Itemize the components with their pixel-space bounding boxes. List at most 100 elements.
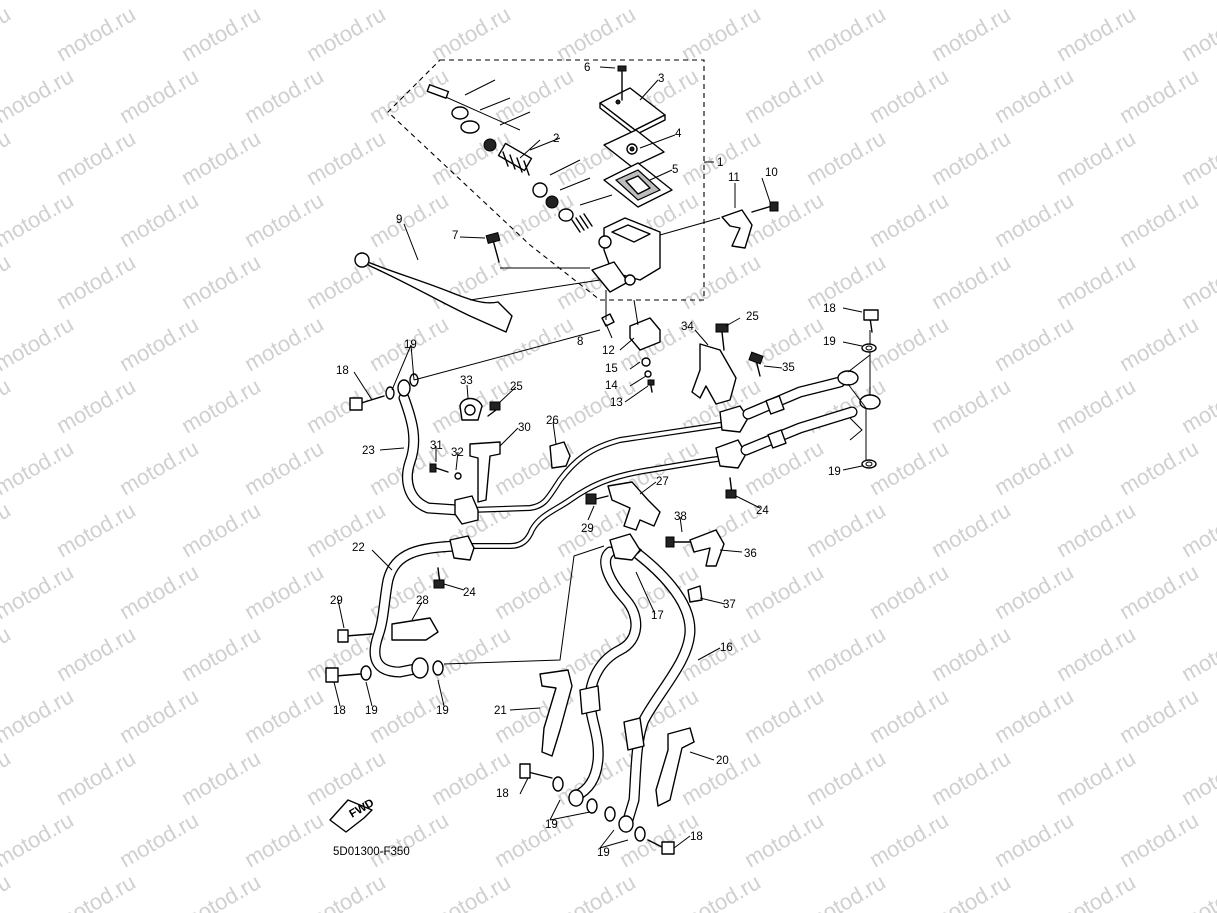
watermark-text: motod.ru [927, 869, 1015, 913]
callout-31: 31 [430, 440, 443, 452]
callout-29-mid: 29 [581, 523, 594, 535]
watermark-text: motod.ru [1052, 497, 1140, 562]
watermark-text: motod.ru [302, 373, 390, 438]
callout-12: 12 [602, 345, 615, 357]
drawing-code: 5D01300-F350 [333, 846, 410, 858]
watermark-text: motod.ru [0, 683, 78, 748]
callout-19-lower-left: 19 [365, 705, 378, 717]
watermark-text: motod.ru [0, 125, 15, 190]
watermark-text: motod.ru [240, 559, 328, 624]
watermark-text: motod.ru [427, 869, 515, 913]
callout-16: 16 [720, 642, 733, 654]
callout-6: 6 [584, 62, 590, 74]
watermark-text: motod.ru [0, 63, 78, 128]
handlebar-holder [721, 201, 779, 249]
watermark-text: motod.ru [552, 869, 640, 913]
holder-27 [585, 481, 661, 531]
callout-4: 4 [675, 128, 682, 140]
watermark-text: motod.ru [677, 869, 765, 913]
watermark-text: motod.ru [1115, 63, 1203, 128]
callout-36: 36 [744, 548, 757, 560]
watermark-text: motod.ru [115, 63, 203, 128]
watermark-text: motod.ru [740, 807, 828, 872]
callout-13: 13 [610, 397, 623, 409]
watermark-text: motod.ru [990, 683, 1078, 748]
watermark-text: motod.ru [1052, 125, 1140, 190]
callout-15: 15 [605, 363, 618, 375]
watermark-text: motod.ru [1177, 869, 1217, 913]
callout-38: 38 [674, 511, 687, 523]
watermark-text: motod.ru [927, 125, 1015, 190]
watermark-text: motod.ru [990, 187, 1078, 252]
clip-26 [549, 441, 571, 469]
callout-1: 1 [717, 157, 723, 169]
watermark-text: motod.ru [427, 1, 515, 66]
watermark-text: motod.ru [427, 621, 515, 686]
watermark-text: motod.ru [0, 435, 78, 500]
holder-28 [337, 617, 439, 643]
watermark-text: motod.ru [177, 373, 265, 438]
callout-18-lower-left: 18 [333, 705, 346, 717]
callout-32: 32 [451, 447, 464, 459]
hose-guides [539, 669, 695, 807]
master-cylinder-assembly [387, 59, 721, 327]
callout-28: 28 [416, 595, 429, 607]
callout-25-top: 25 [746, 311, 759, 323]
right-hoses [740, 330, 881, 460]
callout-14: 14 [605, 380, 618, 392]
watermark-text: motod.ru [240, 683, 328, 748]
watermark-text: motod.ru [115, 807, 203, 872]
lower-banjos [519, 763, 675, 855]
callout-37: 37 [723, 599, 736, 611]
watermark-text: motod.ru [302, 249, 390, 314]
watermark-text: motod.ru [365, 187, 453, 252]
watermark-text: motod.ru [115, 311, 203, 376]
watermark-text: motod.ru [302, 869, 390, 913]
watermark-text: motod.ru [1177, 621, 1217, 686]
brake-switch-group [629, 299, 661, 393]
watermark-text: motod.ru [365, 807, 453, 872]
callout-30: 30 [518, 422, 531, 434]
watermark-text: motod.ru [802, 497, 890, 562]
right-bolt-washers [861, 309, 879, 469]
watermark-text: motod.ru [865, 435, 953, 500]
watermark-text: motod.ru [0, 1, 15, 66]
watermark-text: motod.ru [52, 373, 140, 438]
callout-2: 2 [553, 133, 559, 145]
holder-36 [665, 529, 725, 603]
watermark-text: motod.ru [1115, 807, 1203, 872]
watermark-text: motod.ru [1115, 559, 1203, 624]
watermark-text: motod.ru [52, 869, 140, 913]
watermark-text: motod.ru [802, 621, 890, 686]
watermark-text: motod.ru [740, 683, 828, 748]
callout-21: 21 [494, 705, 507, 717]
watermark-text: motod.ru [865, 63, 953, 128]
watermark-text: motod.ru [0, 0, 78, 4]
watermark-text: motod.ru [865, 559, 953, 624]
watermark-text: motod.ru [115, 435, 203, 500]
watermark-text: motod.ru [1052, 745, 1140, 810]
watermark-text: motod.ru [927, 745, 1015, 810]
watermark-text: motod.ru [927, 373, 1015, 438]
watermark-text: motod.ru [1052, 373, 1140, 438]
watermark-text: motod.ru [990, 63, 1078, 128]
watermark-text: motod.ru [865, 683, 953, 748]
watermark-text: motod.ru [552, 373, 640, 438]
watermark-text: motod.ru [52, 497, 140, 562]
watermark-text: motod.ru [52, 1, 140, 66]
callout-8: 8 [577, 336, 583, 348]
watermark-text: motod.ru [1115, 683, 1203, 748]
watermark-text: motod.ru [1177, 1, 1217, 66]
watermark-text: motod.ru [490, 63, 578, 128]
watermark-text: motod.ru [802, 1, 890, 66]
watermark-text: motod.ru [240, 311, 328, 376]
watermark-text: motod.ru [990, 559, 1078, 624]
watermark-text: motod.ru [1115, 187, 1203, 252]
watermark-text: motod.ru [990, 311, 1078, 376]
watermark-text: motod.ru [302, 1, 390, 66]
callout-19-lower-left-2: 19 [436, 705, 449, 717]
callout-29-left: 29 [330, 595, 343, 607]
watermark-text: motod.ru [52, 745, 140, 810]
callout-10: 10 [765, 167, 778, 179]
left-banjo-group [349, 329, 601, 411]
